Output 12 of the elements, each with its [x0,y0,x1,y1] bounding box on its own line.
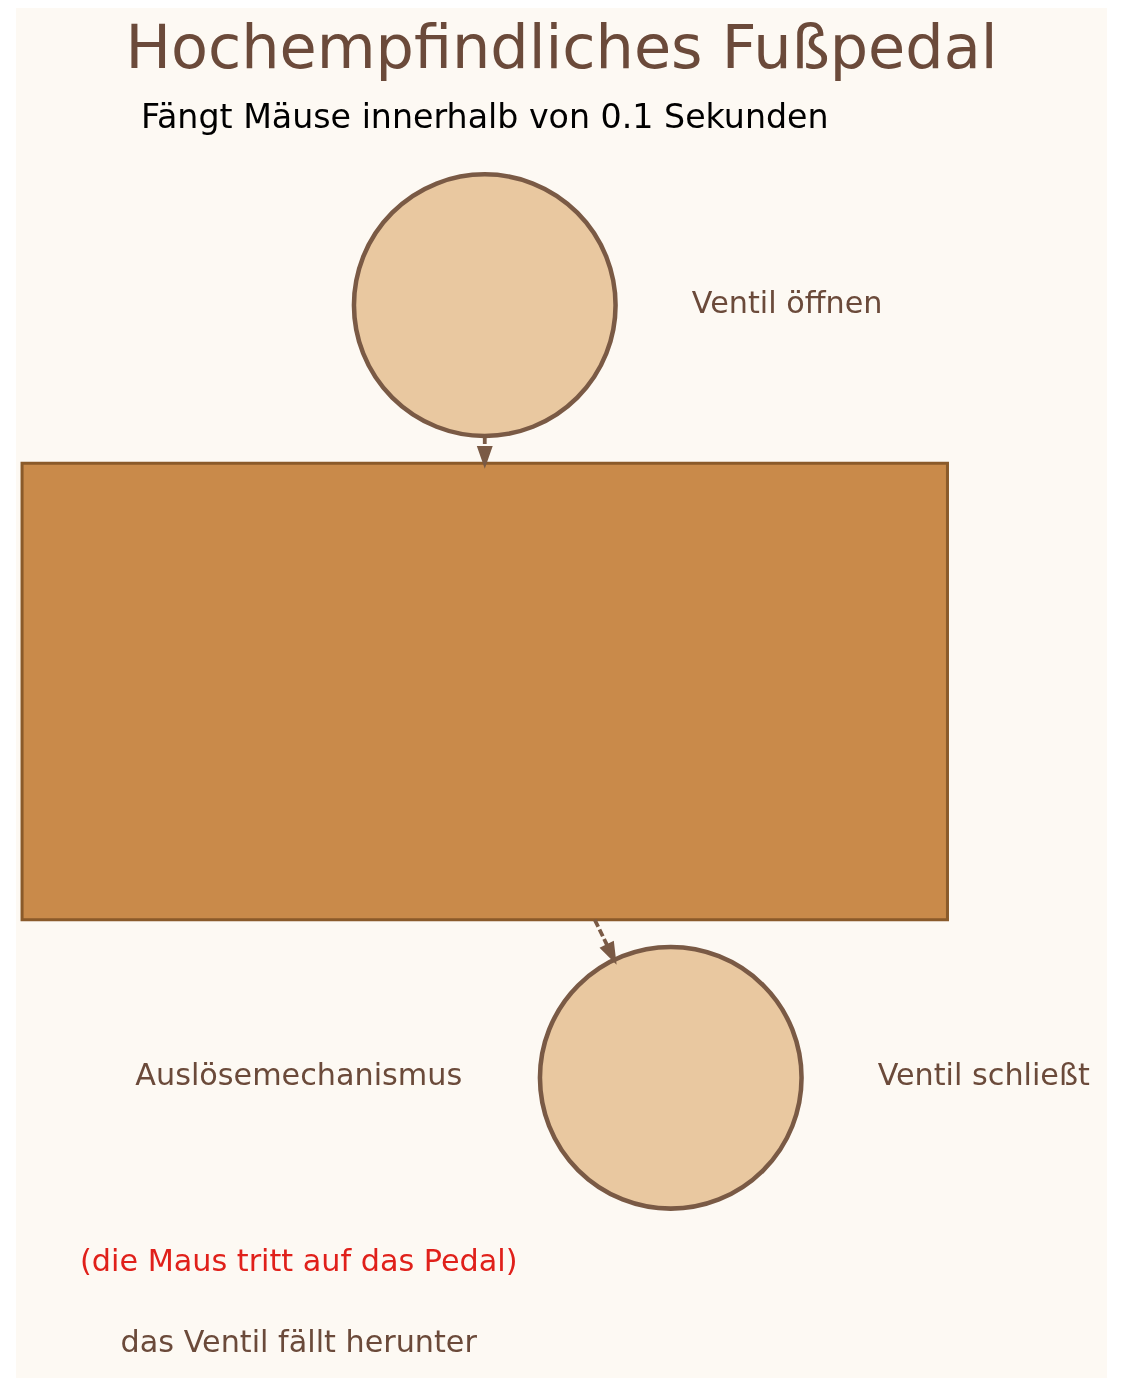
node-box [20,461,949,922]
node-circle [537,944,804,1211]
label: (die Maus tritt auf das Pedal) [79,1242,517,1278]
label: Fängt Mäuse innerhalb von 0.1 Sekunden [140,97,829,137]
diagram-title: Hochempfindliches Fußpedal [124,12,998,83]
label: das Ventil fällt herunter [120,1324,477,1360]
label: Auslösemechanismus [134,1057,462,1093]
node-label: Ventil öffnen [691,284,882,320]
arrow [476,436,493,469]
node-label: Ventil schließt [877,1057,1090,1093]
node-circle [351,172,618,439]
arrow [592,919,617,965]
